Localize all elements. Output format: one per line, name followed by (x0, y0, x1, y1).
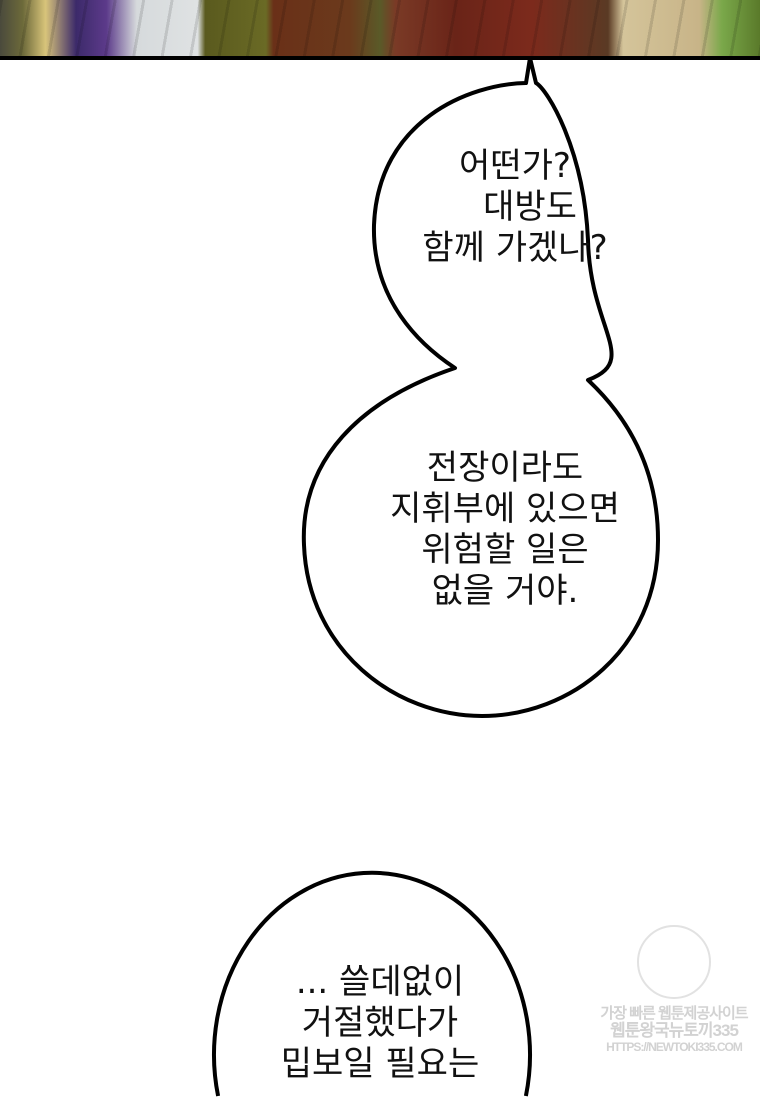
dialogue-line: 함께 가겠나? (422, 228, 608, 268)
dialogue-line: 없을 거야. (431, 571, 579, 611)
watermark-line: 가장 빠른 웹툰제공사이트 (600, 1005, 748, 1022)
comic-panel-art (0, 0, 760, 57)
dialogue-line: 위험할 일은 (421, 530, 589, 570)
bubble-3-text: ... 쓸데없이 거절했다가 밉보일 필요는 (250, 962, 510, 1085)
dialogue-line: 대방도 (483, 187, 577, 227)
panel-border (0, 56, 760, 60)
dialogue-line: 지휘부에 있으면 (390, 489, 620, 529)
dialogue-line: 어떤가? (459, 146, 571, 186)
dialogue-line: 거절했다가 (301, 1003, 459, 1043)
speech-bubble-1-2 (301, 56, 660, 718)
watermark: 가장 빠른 웹툰제공사이트 웹툰왕국뉴토끼335 HTTPS://NEWTOKI… (594, 915, 754, 1085)
dialogue-line: ... 쓸데없이 (295, 962, 465, 1002)
dialogue-line: 밉보일 필요는 (280, 1044, 480, 1084)
dialogue-line: 전장이라도 (426, 448, 584, 488)
watermark-line: 웹툰왕국뉴토끼335 (610, 1021, 739, 1040)
watermark-mascot-icon (637, 925, 711, 999)
watermark-url: HTTPS://NEWTOKI335.COM (606, 1040, 743, 1054)
bubble-2-text: 전장이라도 지휘부에 있으면 위험할 일은 없을 거야. (360, 448, 650, 612)
speech-bubble-3 (212, 870, 532, 1097)
bubble-1-text: 어떤가? 대방도 함께 가겠나? (400, 146, 630, 269)
